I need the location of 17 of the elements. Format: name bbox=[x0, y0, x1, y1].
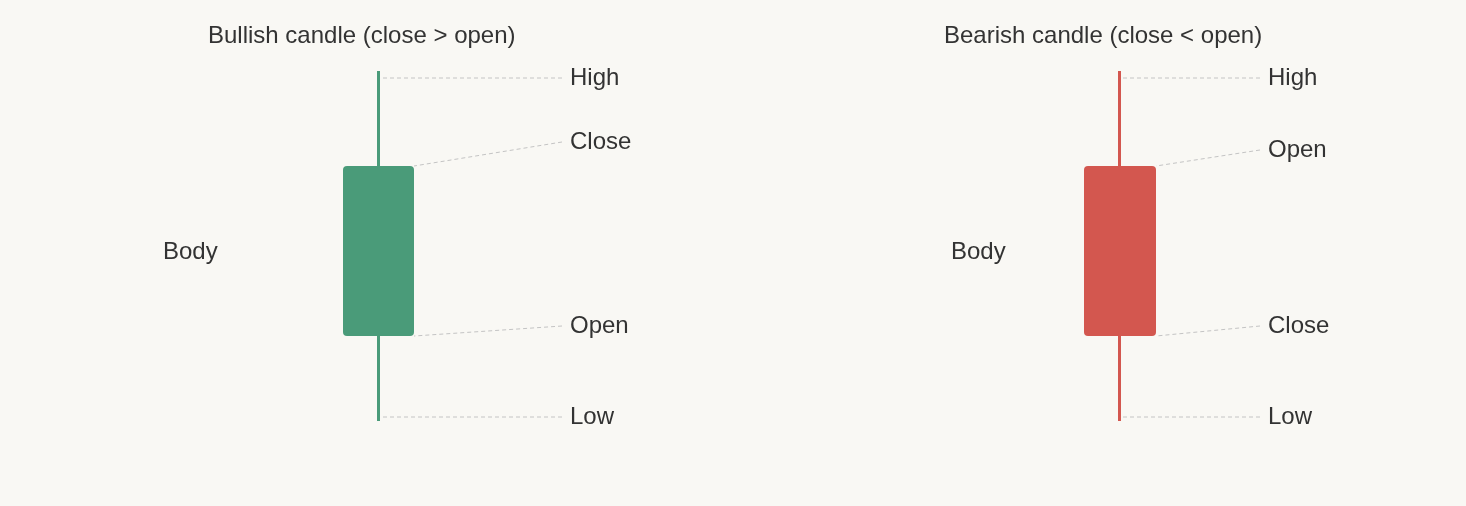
price-label: Open bbox=[570, 310, 629, 340]
price-label: Open bbox=[1268, 134, 1327, 164]
chart-heading: Bearish candle (close < open) bbox=[944, 20, 1263, 50]
leader-line bbox=[413, 141, 563, 167]
leader-line bbox=[413, 325, 563, 337]
part-label: Body bbox=[951, 236, 1006, 266]
candle-body bbox=[343, 166, 414, 336]
price-label: Low bbox=[570, 401, 615, 431]
candle-body bbox=[1084, 166, 1156, 336]
price-label: High bbox=[570, 62, 620, 92]
leader-line bbox=[1155, 325, 1261, 337]
price-label: Close bbox=[570, 126, 632, 156]
part-label: Body bbox=[163, 236, 218, 266]
price-label: Low bbox=[1268, 401, 1313, 431]
price-label: High bbox=[1268, 62, 1318, 92]
price-label: Close bbox=[1268, 310, 1330, 340]
chart-heading: Bullish candle (close > open) bbox=[208, 20, 516, 50]
